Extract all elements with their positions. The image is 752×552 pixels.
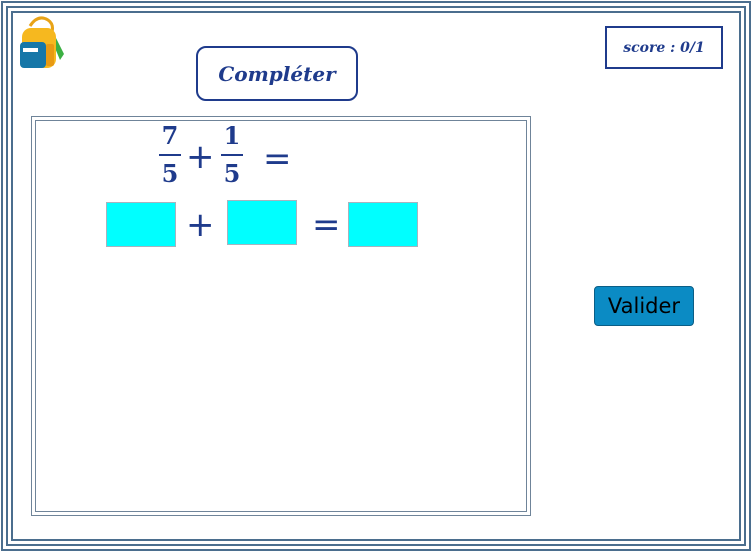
fraction-7-5: 7 5 [159, 122, 181, 190]
middle-frame [6, 6, 746, 546]
answer-plus-sign: + [186, 205, 215, 245]
expression-plus-sign: + [186, 137, 215, 177]
instruction-title: Compléter [196, 46, 358, 101]
validate-button[interactable]: Valider [594, 286, 694, 326]
fraction1-numerator: 7 [161, 121, 179, 150]
score-display: score : 0/1 [605, 26, 723, 69]
inner-frame [11, 11, 741, 541]
backpack-icon [20, 16, 64, 68]
answer-input-2[interactable] [227, 200, 297, 245]
answer-equals-sign: = [312, 205, 341, 245]
expression-equals-sign: = [263, 139, 292, 179]
fraction2-numerator: 1 [223, 121, 241, 150]
instruction-title-text: Compléter [218, 61, 336, 86]
score-text: score : 0/1 [623, 39, 705, 56]
fraction2-denominator: 5 [223, 159, 241, 188]
fraction1-denominator: 5 [161, 159, 179, 188]
answer-input-3[interactable] [348, 202, 418, 247]
answer-input-1[interactable] [106, 202, 176, 247]
validate-button-label: Valider [607, 294, 681, 318]
exercise-panel [31, 116, 531, 516]
fraction2-bar [221, 154, 243, 156]
fraction-1-5: 1 5 [221, 122, 243, 190]
exercise-panel-inner [35, 120, 527, 512]
fraction1-bar [159, 154, 181, 156]
